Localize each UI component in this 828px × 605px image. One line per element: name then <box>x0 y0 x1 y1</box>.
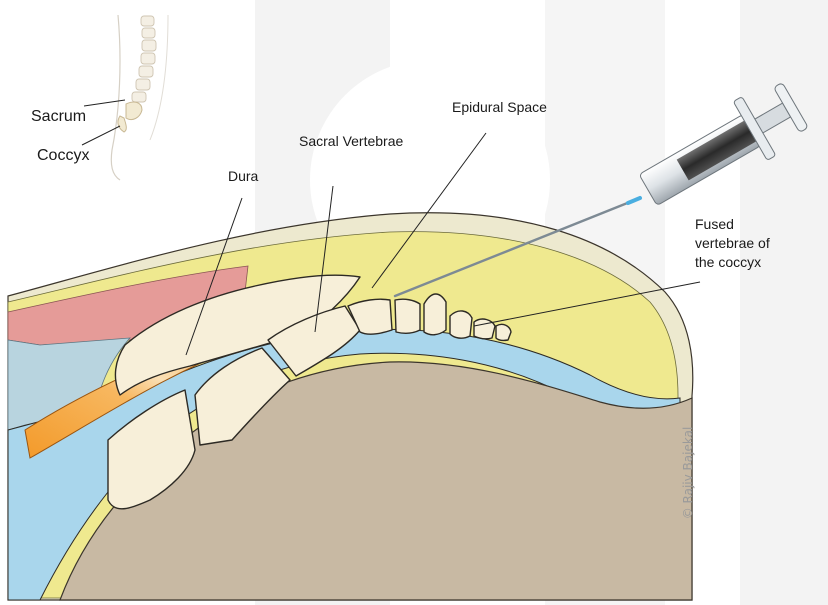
coccyx-segment-4 <box>496 324 511 340</box>
fused-coccyx-line-3: the coccyx <box>695 253 770 272</box>
coccyx-segment-3 <box>474 319 495 339</box>
epidural-space-label: Epidural Space <box>452 98 547 117</box>
sacrum-label: Sacrum <box>31 108 86 126</box>
sacral-vertebrae-label: Sacral Vertebrae <box>299 132 403 151</box>
copyright-credit: © Rajiv Bajekal <box>668 418 708 528</box>
fused-coccyx-line-2: vertebrae of <box>695 234 770 253</box>
coccyx-label: Coccyx <box>37 147 89 165</box>
credit-text: © Rajiv Bajekal <box>681 427 695 520</box>
sacral-vertebra-5 <box>395 299 420 333</box>
coccyx-segment-1 <box>424 294 446 335</box>
inset-coccyx <box>118 116 126 132</box>
back-outline <box>111 15 120 180</box>
fused-coccyx-line-1: Fused <box>695 215 770 234</box>
dura-label: Dura <box>228 167 258 186</box>
coccyx-segment-2 <box>450 311 472 338</box>
inset-sacrum <box>126 102 142 120</box>
fused-coccyx-label: Fused vertebrae of the coccyx <box>695 215 770 272</box>
spine-silhouette-icon <box>111 15 168 180</box>
